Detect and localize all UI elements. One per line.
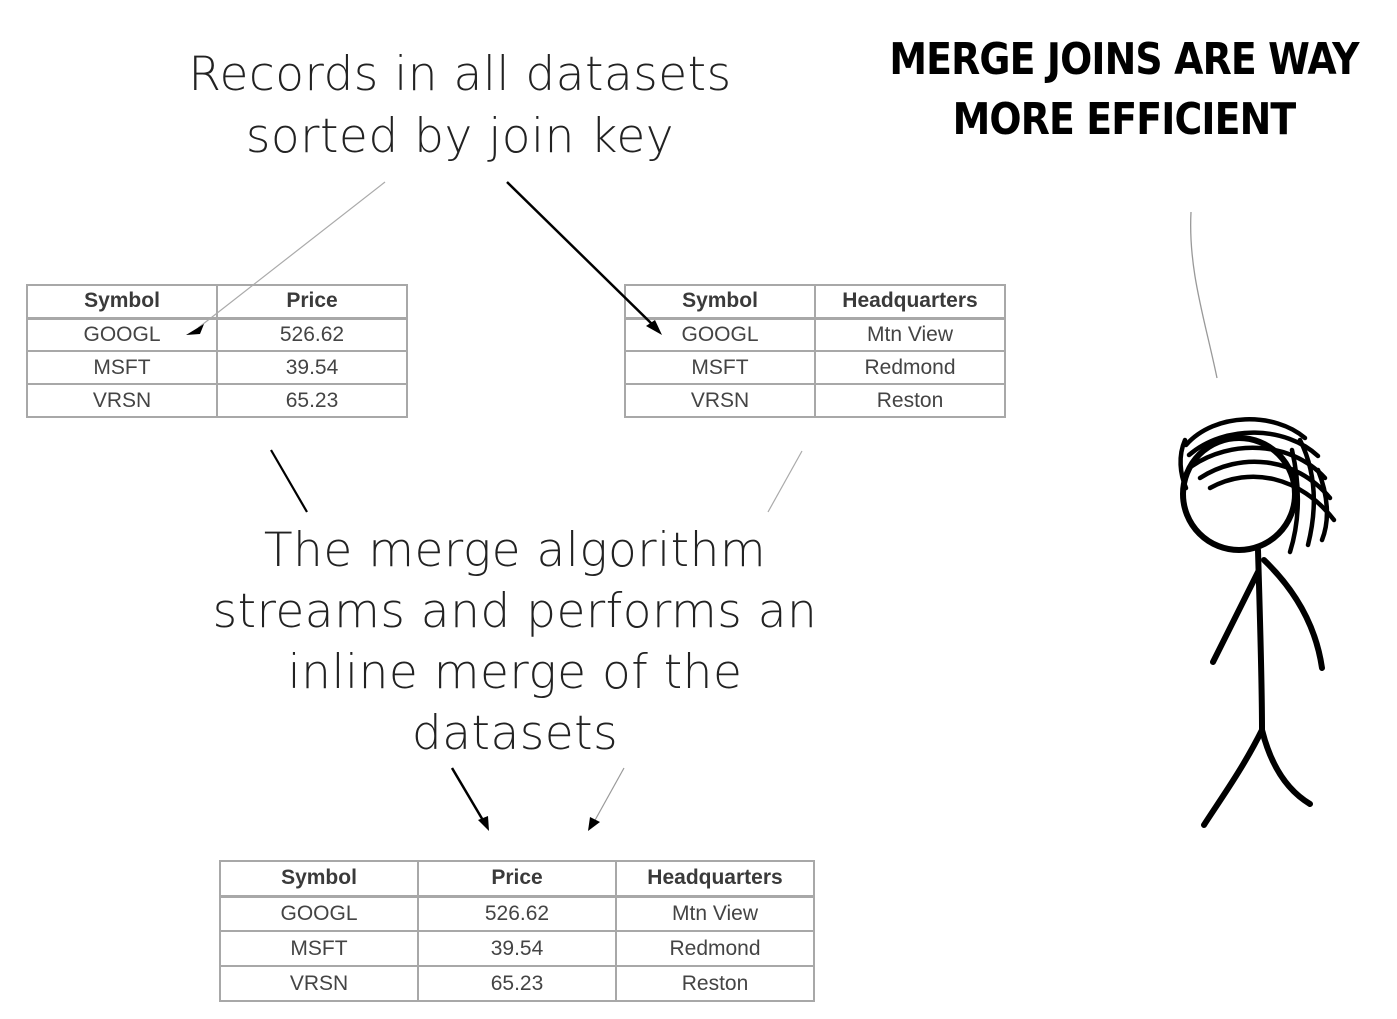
table-row: GOOGL Mtn View: [624, 317, 1006, 352]
pointer-line-right: [767, 450, 803, 513]
speech-line: MORE EFFICIENT: [952, 94, 1297, 145]
arrow-to-left-table: [186, 181, 386, 335]
table-cell: 39.54: [417, 930, 617, 967]
table-cell: 65.23: [417, 965, 617, 1002]
table-row: VRSN 65.23 Reston: [219, 965, 815, 1002]
column-header: Symbol: [26, 284, 218, 320]
middle-caption-line: The merge algorithm: [263, 523, 767, 578]
table-cell: 526.62: [216, 317, 408, 352]
column-header: Price: [216, 284, 408, 320]
prices-table: Symbol Price GOOGL 526.62 MSFT 39.54 VRS…: [26, 284, 408, 418]
column-header: Symbol: [219, 860, 419, 898]
column-header: Price: [417, 860, 617, 898]
speech-line: MERGE JOINS ARE WAY: [889, 34, 1359, 85]
table-cell: VRSN: [624, 383, 816, 418]
arrow-to-right-table: [506, 181, 662, 335]
middle-caption: The merge algorithm streams and performs…: [200, 520, 830, 764]
table-header-row: Symbol Headquarters: [624, 284, 1006, 320]
table-row: VRSN 65.23: [26, 383, 408, 418]
table-row: GOOGL 526.62: [26, 317, 408, 352]
table-row: VRSN Reston: [624, 383, 1006, 418]
table-row: MSFT 39.54: [26, 350, 408, 385]
table-header-row: Symbol Price: [26, 284, 408, 320]
middle-caption-line: datasets: [411, 706, 619, 761]
table-cell: MSFT: [219, 930, 419, 967]
middle-caption-line: inline merge of the: [287, 645, 743, 700]
table-cell: MSFT: [26, 350, 218, 385]
merged-table: Symbol Price Headquarters GOOGL 526.62 M…: [219, 860, 815, 1002]
table-cell: 526.62: [417, 895, 617, 932]
table-cell: 39.54: [216, 350, 408, 385]
table-row: GOOGL 526.62 Mtn View: [219, 895, 815, 932]
column-header: Symbol: [624, 284, 816, 320]
table-header-row: Symbol Price Headquarters: [219, 860, 815, 898]
top-caption: Records in all datasets sorted by join k…: [150, 44, 770, 168]
headquarters-table: Symbol Headquarters GOOGL Mtn View MSFT …: [624, 284, 1006, 418]
table-cell: GOOGL: [26, 317, 218, 352]
table-cell: MSFT: [624, 350, 816, 385]
stick-figure: [1178, 417, 1337, 828]
table-cell: Reston: [814, 383, 1006, 418]
table-cell: VRSN: [219, 965, 419, 1002]
table-row: MSFT Redmond: [624, 350, 1006, 385]
table-cell: GOOGL: [219, 895, 419, 932]
column-header: Headquarters: [814, 284, 1006, 320]
table-cell: Reston: [615, 965, 815, 1002]
table-cell: Redmond: [615, 930, 815, 967]
table-cell: Redmond: [814, 350, 1006, 385]
top-caption-line: sorted by join key: [245, 109, 675, 164]
table-cell: VRSN: [26, 383, 218, 418]
arrow-to-merged-table-left: [450, 767, 489, 831]
table-row: MSFT 39.54 Redmond: [219, 930, 815, 967]
speech-pointer-line: [1190, 211, 1218, 379]
middle-caption-line: streams and performs an: [212, 584, 818, 639]
arrow-to-merged-table-right: [588, 767, 625, 831]
table-cell: Mtn View: [615, 895, 815, 932]
top-caption-line: Records in all datasets: [188, 47, 732, 102]
table-cell: 65.23: [216, 383, 408, 418]
column-header: Headquarters: [615, 860, 815, 898]
speech-text: MERGE JOINS ARE WAY MORE EFFICIENT: [888, 30, 1359, 150]
table-cell: GOOGL: [624, 317, 816, 352]
table-cell: Mtn View: [814, 317, 1006, 352]
pointer-line-left: [270, 449, 308, 513]
